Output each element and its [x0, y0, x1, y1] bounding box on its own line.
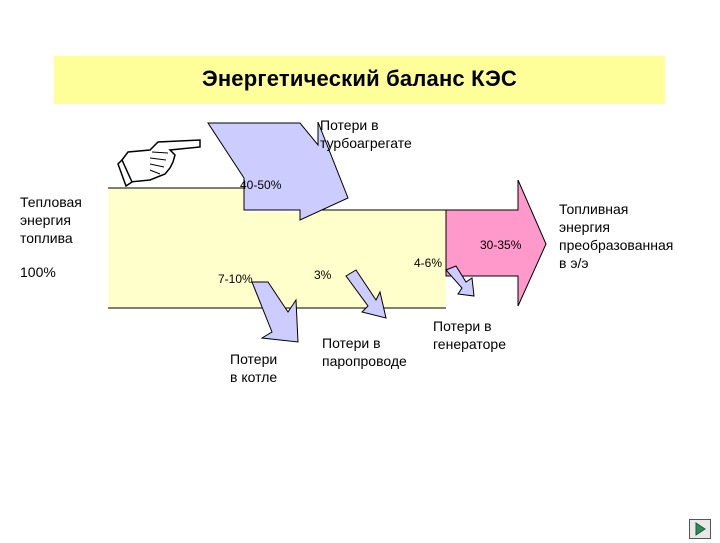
turbine-loss-arrow: [207, 121, 349, 221]
generator-percent-label: 4-6%: [414, 256, 443, 270]
boiler-loss-arrow: [251, 281, 299, 343]
generator-loss-arrow: [445, 265, 475, 297]
input-energy-label: Тепловая энергия топлива: [20, 194, 82, 246]
generator-loss-label: Потери в генераторе: [433, 318, 506, 352]
output-energy-label: Топливная энергия преобразованная в э/э: [559, 201, 674, 271]
output-percent-label: 30-35%: [480, 238, 522, 252]
pipeline-loss-arrow: [345, 269, 387, 319]
boiler-percent-label: 7-10%: [218, 272, 253, 286]
forward-arrow-icon: [695, 522, 706, 536]
pipeline-percent-label: 3%: [314, 268, 332, 282]
page-title: Энергетический баланс КЭС: [201, 66, 518, 91]
next-slide-button[interactable]: [689, 519, 711, 539]
turbine-loss-label: Потери в турбоагрегате: [320, 117, 412, 151]
boiler-loss-label: Потери в котле: [230, 351, 278, 385]
pointing-hand-icon: [117, 139, 201, 188]
pipeline-loss-label: Потери в паропроводе: [322, 335, 407, 369]
turbine-percent-label: 40-50%: [240, 178, 282, 192]
input-percent-label: 100%: [20, 264, 56, 280]
title-banner: Энергетический баланс КЭС: [54, 56, 665, 104]
